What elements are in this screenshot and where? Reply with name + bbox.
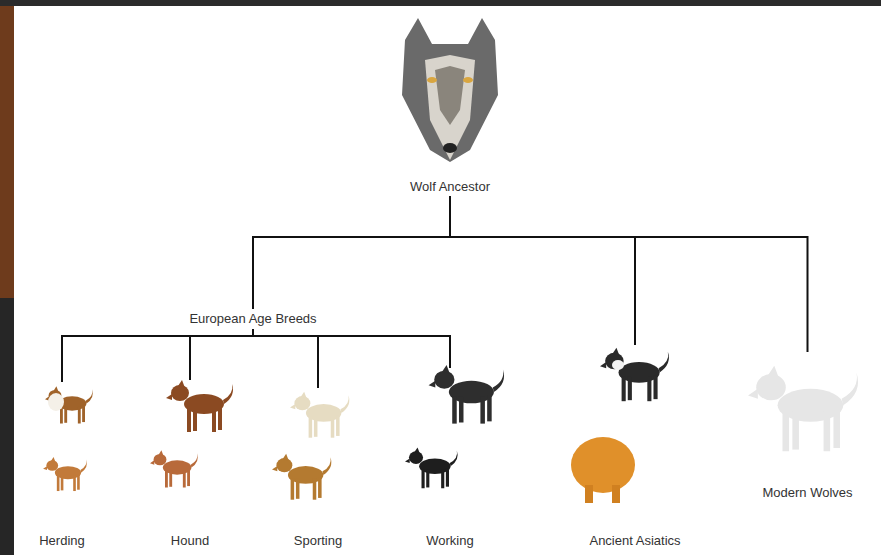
breed-group: Working [395, 368, 505, 550]
node-label: Sporting [291, 532, 345, 550]
akita-figure [600, 348, 669, 401]
chow-leg [585, 485, 593, 503]
sheltie-ruff [48, 393, 64, 411]
breed-group: Sporting [268, 388, 368, 550]
tree-connector [253, 196, 450, 309]
breed-group: Hound [145, 380, 235, 550]
node-label: Modern Wolves [759, 484, 855, 502]
breed-group: European Age Breeds [163, 309, 343, 329]
node-label: Wolf Ancestor [407, 178, 493, 196]
node-label: Hound [168, 532, 212, 550]
tree-connector [62, 329, 253, 382]
breed-group: Herding [17, 382, 107, 550]
white-wolf-figure [748, 366, 858, 451]
top-band [0, 0, 881, 6]
breed-group: Modern Wolves [740, 352, 875, 502]
node-label: Ancient Asiatics [586, 532, 683, 550]
tree-connector [450, 196, 808, 352]
breed-group: Wolf Ancestor [385, 18, 515, 196]
poodle-figure [405, 447, 458, 488]
chow-leg [612, 485, 620, 503]
basenji-figure [150, 450, 198, 487]
side-band [0, 6, 14, 298]
tree-connector [253, 329, 318, 388]
golden-figure [272, 454, 331, 500]
great-dane-figure [429, 365, 505, 424]
sheltie-figure [45, 386, 93, 423]
tree-connector [450, 196, 635, 345]
wolf-head [402, 18, 498, 162]
breed-group: Ancient Asiatics [565, 345, 705, 550]
node-label: Herding [36, 532, 88, 550]
node-label: European Age Breeds [186, 310, 319, 328]
corgi-figure [43, 457, 87, 491]
akita-mask [612, 360, 624, 370]
tree-connector [253, 329, 450, 368]
side-band [0, 298, 14, 555]
node-label: Working [423, 532, 476, 550]
bloodhound-figure [166, 380, 233, 432]
tree-connector [190, 329, 253, 380]
labrador-figure [290, 392, 349, 438]
chow-figure [571, 437, 635, 493]
